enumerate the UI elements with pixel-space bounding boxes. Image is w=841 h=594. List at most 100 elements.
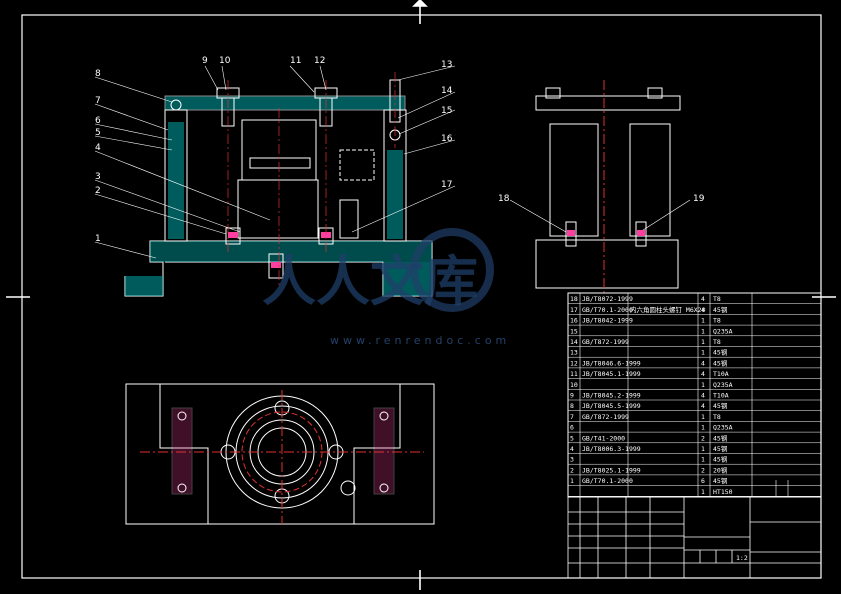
bom-cell-material: 45钢 xyxy=(713,434,728,442)
part-label-10: 10 xyxy=(219,56,231,66)
part-number-labels: 8 7 6 5 4 3 2 1 9 10 11 12 13 14 15 16 1… xyxy=(95,56,705,244)
bom-cell-no: 2 xyxy=(570,466,574,474)
part-label-8: 8 xyxy=(95,69,101,79)
bom-cell-material: T8 xyxy=(713,295,721,303)
bom-cell-material: 45钢 xyxy=(713,306,728,314)
bom-cell-no: 16 xyxy=(570,317,578,325)
part-label-1: 1 xyxy=(95,234,101,244)
leader-lines xyxy=(94,65,691,259)
bom-cell-material: Q235A xyxy=(713,424,733,432)
bom-cell-qty: 1 xyxy=(701,381,705,389)
bom-cell-qty: 1 xyxy=(701,317,705,325)
bom-cell-code: GB/T70.1-2000 xyxy=(582,306,633,314)
bom-cell-material: 45钢 xyxy=(713,402,728,410)
bom-cell-material: 45钢 xyxy=(713,445,728,453)
bom-cell-material: T8 xyxy=(713,413,721,421)
bom-cell-qty: 1 xyxy=(701,488,705,496)
top-view xyxy=(125,383,435,525)
bom-cell-qty: 4 xyxy=(701,370,705,378)
bom-cell-material: T10A xyxy=(713,392,729,400)
title-block xyxy=(567,496,822,579)
part-label-12: 12 xyxy=(314,56,325,66)
bom-cell-material: Q235A xyxy=(713,327,733,335)
bom-cell-code: GB/T872-1999 xyxy=(582,413,629,421)
bom-cell-code: GB/T41-2000 xyxy=(582,434,625,442)
bom-cell-no: 6 xyxy=(570,424,574,432)
bom-cell-no: 14 xyxy=(570,338,578,346)
bom-cell-no: 4 xyxy=(570,445,574,453)
bom-cell-qty: 1 xyxy=(701,338,705,346)
bom-cell-qty: 2 xyxy=(701,466,705,474)
bom-cell-qty: 1 xyxy=(701,327,705,335)
bom-cell-no: 18 xyxy=(570,295,578,303)
bom-cell-material: 45钢 xyxy=(713,456,728,464)
bom-cell-qty: 4 xyxy=(701,359,705,367)
bom-cell-material: 45钢 xyxy=(713,359,728,367)
part-label-4: 4 xyxy=(95,143,101,153)
bom-cell-qty: 1 xyxy=(701,456,705,464)
part-label-19: 19 xyxy=(693,194,705,204)
bom-cell-qty: 1 xyxy=(701,349,705,357)
bom-cell-code: JB/T8006.3-1999 xyxy=(582,445,641,453)
bom-cell-code: JB/T8046.6-1999 xyxy=(582,359,641,367)
bom-cell-no: 10 xyxy=(570,381,578,389)
bom-cell-material: Q235A xyxy=(713,381,733,389)
bom-column-lines xyxy=(579,293,789,497)
bom-cell-qty: 6 xyxy=(701,477,705,485)
part-label-3: 3 xyxy=(95,172,101,182)
bom-cell-no: 3 xyxy=(570,456,574,464)
part-label-2: 2 xyxy=(95,186,101,196)
bom-cell-qty: 1 xyxy=(701,413,705,421)
bom-cell-no: 8 xyxy=(570,402,574,410)
bom-cell-no: 12 xyxy=(570,359,578,367)
bom-cell-qty: 4 xyxy=(701,306,705,314)
part-label-15: 15 xyxy=(441,106,452,116)
bom-cell-no: 17 xyxy=(570,306,578,314)
bom-cell-material: 45钢 xyxy=(713,477,728,485)
bom-cell-material: 45钢 xyxy=(713,349,728,357)
bom-cell-qty: 2 xyxy=(701,434,705,442)
part-label-5: 5 xyxy=(95,128,101,138)
bom-cell-material: T8 xyxy=(713,338,721,346)
bom-cell-qty: 4 xyxy=(701,295,705,303)
bom-cell-qty: 4 xyxy=(701,392,705,400)
part-label-13: 13 xyxy=(441,60,452,70)
bom-cell-code: JB/T8045.5-1999 xyxy=(582,402,641,410)
bom-cell-code: JB/T8072-1999 xyxy=(582,295,633,303)
part-label-16: 16 xyxy=(441,134,453,144)
bom-cell-no: 9 xyxy=(570,392,574,400)
bom-cell-material: HT150 xyxy=(713,488,733,496)
part-label-9: 9 xyxy=(202,56,208,66)
bom-cell-code: JB/T8025.1-1999 xyxy=(582,466,641,474)
part-label-17: 17 xyxy=(441,180,452,190)
side-view xyxy=(535,80,681,296)
bom-cell-code: JB/T8045.1-1999 xyxy=(582,370,641,378)
bom-cell-qty: 1 xyxy=(701,445,705,453)
bom-cell-qty: 4 xyxy=(701,402,705,410)
front-section-view xyxy=(124,72,433,297)
bom-cell-code: JB/T8045.2-1999 xyxy=(582,392,641,400)
watermark: 人人文库 www.renrendoc.com xyxy=(262,228,510,347)
bom-cell-material: T8 xyxy=(713,317,721,325)
bom-cell-code: GB/T872-1999 xyxy=(582,338,629,346)
watermark-text: 人人文库 xyxy=(262,249,478,313)
bom-cell-no: 13 xyxy=(570,349,578,357)
part-label-7: 7 xyxy=(95,96,101,106)
part-label-14: 14 xyxy=(441,86,453,96)
bom-cell-material: T10A xyxy=(713,370,729,378)
bom-cell-code: GB/T70.1-2000 xyxy=(582,477,633,485)
bom-cell-no: 11 xyxy=(570,370,578,378)
watermark-url: www.renrendoc.com xyxy=(330,334,510,347)
bom-cell-no: 1 xyxy=(570,477,574,485)
bom-cell-qty: 1 xyxy=(701,424,705,432)
bom-cell-no: 15 xyxy=(570,327,578,335)
part-label-6: 6 xyxy=(95,116,101,126)
bom-cell-name: 内六角圆柱头螺钉 M6X20 xyxy=(630,305,706,314)
part-label-18: 18 xyxy=(498,194,510,204)
scale-text: 1:2 xyxy=(736,554,748,562)
bom-cell-no: 5 xyxy=(570,434,574,442)
